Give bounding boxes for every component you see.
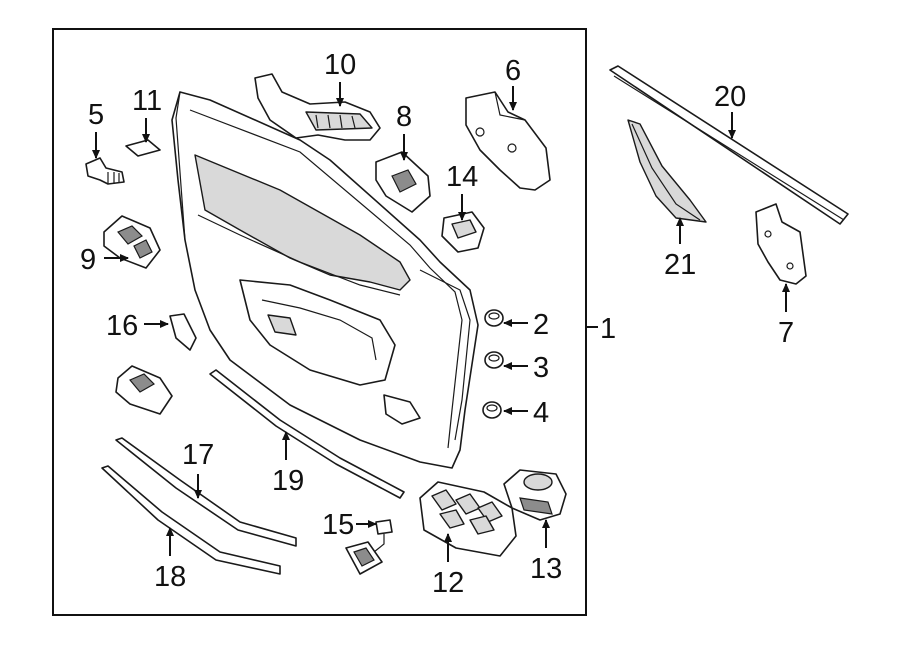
callout-16: 16 bbox=[106, 310, 138, 342]
callout-13: 13 bbox=[530, 553, 562, 585]
assembly-frame bbox=[52, 28, 587, 616]
callout-15: 15 bbox=[322, 509, 354, 541]
callout-1: 1 bbox=[600, 313, 616, 345]
mirror-switch-part-13 bbox=[503, 469, 567, 521]
clip-part-3 bbox=[484, 351, 504, 369]
door-trim-panel bbox=[171, 91, 479, 469]
callout-4: 4 bbox=[533, 397, 549, 429]
callout-17: 17 bbox=[182, 439, 214, 471]
callout-21: 21 bbox=[664, 249, 696, 281]
bracket-part-6 bbox=[465, 91, 551, 191]
callout-6: 6 bbox=[505, 55, 521, 87]
connector-part-15 bbox=[345, 519, 393, 575]
callout-2: 2 bbox=[533, 309, 549, 341]
callout-14: 14 bbox=[446, 161, 478, 193]
belt-molding-part-20 bbox=[609, 65, 849, 225]
connector-part-14 bbox=[441, 211, 485, 253]
switch-plate-lower bbox=[115, 365, 173, 415]
switch-bezel-part bbox=[254, 73, 381, 141]
screw-part-5 bbox=[85, 157, 125, 185]
strip-part-17 bbox=[115, 437, 297, 547]
callout-7: 7 bbox=[778, 317, 794, 349]
callout-12: 12 bbox=[432, 567, 464, 599]
callout-8: 8 bbox=[396, 101, 412, 133]
strip-part-18 bbox=[101, 465, 281, 575]
callout-18: 18 bbox=[154, 561, 186, 593]
callout-10: 10 bbox=[324, 49, 356, 81]
callout-11: 11 bbox=[132, 85, 162, 117]
switch-plate-part-9 bbox=[103, 215, 161, 269]
callout-9: 9 bbox=[80, 244, 96, 276]
callout-19: 19 bbox=[272, 465, 304, 497]
clip-part-16 bbox=[169, 313, 197, 351]
callout-20: 20 bbox=[714, 81, 746, 113]
clip-part-11 bbox=[125, 139, 161, 157]
callout-5: 5 bbox=[88, 99, 104, 131]
callout-3: 3 bbox=[533, 352, 549, 384]
bracket-part-7 bbox=[755, 203, 807, 285]
weatherstrip-part-19 bbox=[209, 369, 405, 499]
clip-part-4 bbox=[482, 401, 502, 419]
clip-part-2 bbox=[484, 309, 504, 327]
master-switch-part-12 bbox=[419, 481, 517, 557]
switch-part-8 bbox=[375, 151, 431, 213]
garnish-part-21 bbox=[627, 119, 707, 223]
